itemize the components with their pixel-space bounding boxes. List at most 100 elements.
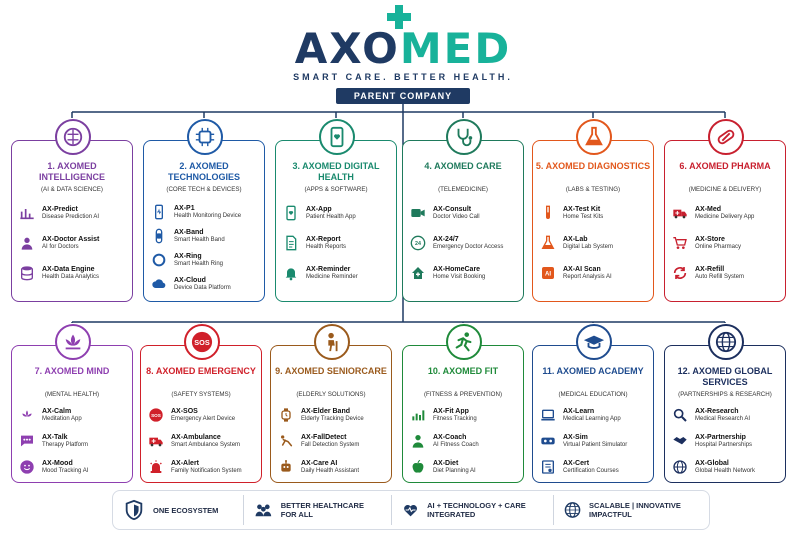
footer-text: ONE ECOSYSTEM: [153, 505, 219, 515]
product-name: AX-Test Kit: [563, 206, 601, 213]
chart-icon: [18, 204, 36, 222]
truck-icon: [671, 204, 689, 222]
division-card-5: 5. AXOMED DIAGNOSTICS(LABS & TESTING)AX-…: [532, 119, 654, 302]
pill-icon: [708, 119, 744, 155]
brain-icon: [55, 119, 91, 155]
mood-icon: [18, 458, 36, 476]
video-icon: [409, 204, 427, 222]
fall-icon: [277, 432, 295, 450]
product-description: Health Reports: [306, 244, 347, 250]
division-card-2: 2. AXOMED TECHNOLOGIES(CORE TECH & DEVIC…: [143, 119, 265, 302]
product-name: AX-Alert: [171, 460, 200, 467]
product-description: AI Fitness Coach: [433, 442, 479, 448]
product-name: AX-Mood: [42, 460, 73, 467]
logo: AXOMED: [0, 26, 806, 72]
division-subtitle: (CORE TECH & DEVICES): [166, 186, 242, 193]
stethoscope-icon: [446, 119, 482, 155]
product-name: AX-Consult: [433, 206, 472, 213]
product-description: Health Monitoring Device: [174, 213, 242, 219]
calm-icon: [18, 406, 36, 424]
division-subtitle: (SAFETY SYSTEMS): [171, 391, 231, 398]
footer-item: ONE ECOSYSTEM: [113, 495, 243, 525]
product-description: Smart Health Band: [174, 237, 225, 243]
product-name: AX-Predict: [42, 206, 78, 213]
division-title: 9. AXOMED SENIORCARE: [275, 366, 387, 376]
product-name: AX-Band: [174, 229, 204, 236]
product-description: Fitness Tracking: [433, 416, 477, 422]
siren-icon: [147, 458, 165, 476]
watch-icon: [277, 406, 295, 424]
product-description: Online Pharmacy: [695, 244, 742, 250]
division-title: 4. AXOMED CARE: [424, 161, 502, 171]
flask-icon: [576, 119, 612, 155]
runner-icon: [446, 324, 482, 360]
product-name: AX-Coach: [433, 434, 467, 441]
product-name: AX-Calm: [42, 408, 72, 415]
product-name: AX-Cert: [563, 460, 590, 467]
product-description: Medical Research AI: [695, 416, 751, 422]
product-description: Smart Ambulance System: [171, 442, 241, 448]
ring-icon: [150, 251, 168, 269]
svg-text:SOS: SOS: [151, 413, 161, 418]
product-name: AX-Partnership: [695, 434, 746, 441]
product-name: AX-Research: [695, 408, 739, 415]
division-subtitle: (APPS & SOFTWARE): [304, 186, 368, 193]
product-description: Report Analysis AI: [563, 274, 612, 280]
doctor-icon: [18, 234, 36, 252]
product-description: Auto Refill System: [695, 274, 745, 280]
division-title: 8. AXOMED EMERGENCY: [146, 366, 256, 376]
logo-part-2: MED: [399, 24, 512, 73]
product-name: AX-Global: [695, 460, 729, 467]
product-name: AX-Cloud: [174, 277, 206, 284]
logo-part-1: AXO: [294, 24, 400, 73]
division-subtitle: (AI & DATA SCIENCE): [41, 186, 103, 193]
elder-icon: [314, 324, 350, 360]
shield-icon: [125, 499, 143, 521]
division-subtitle: (ELDERLY SOLUTIONS): [296, 391, 366, 398]
heartbeat-icon: [404, 505, 417, 517]
product-name: AX-Data Engine: [42, 266, 95, 273]
division-title: 12. AXOMED GLOBAL SERVICES: [677, 366, 773, 387]
division-card-10: 10. AXOMED FIT(FITNESS & PREVENTION)AX-F…: [402, 324, 524, 483]
chip-icon: [187, 119, 223, 155]
product-description: Emergency Alert Device: [171, 416, 236, 422]
app-icon: [282, 204, 300, 222]
product-name: AX-AI Scan: [563, 266, 601, 273]
bars-icon: [409, 406, 427, 424]
product-description: Fall Detection System: [301, 442, 360, 448]
product-name: AX-Ambulance: [171, 434, 221, 441]
product-description: Medicine Delivery App: [695, 214, 755, 220]
